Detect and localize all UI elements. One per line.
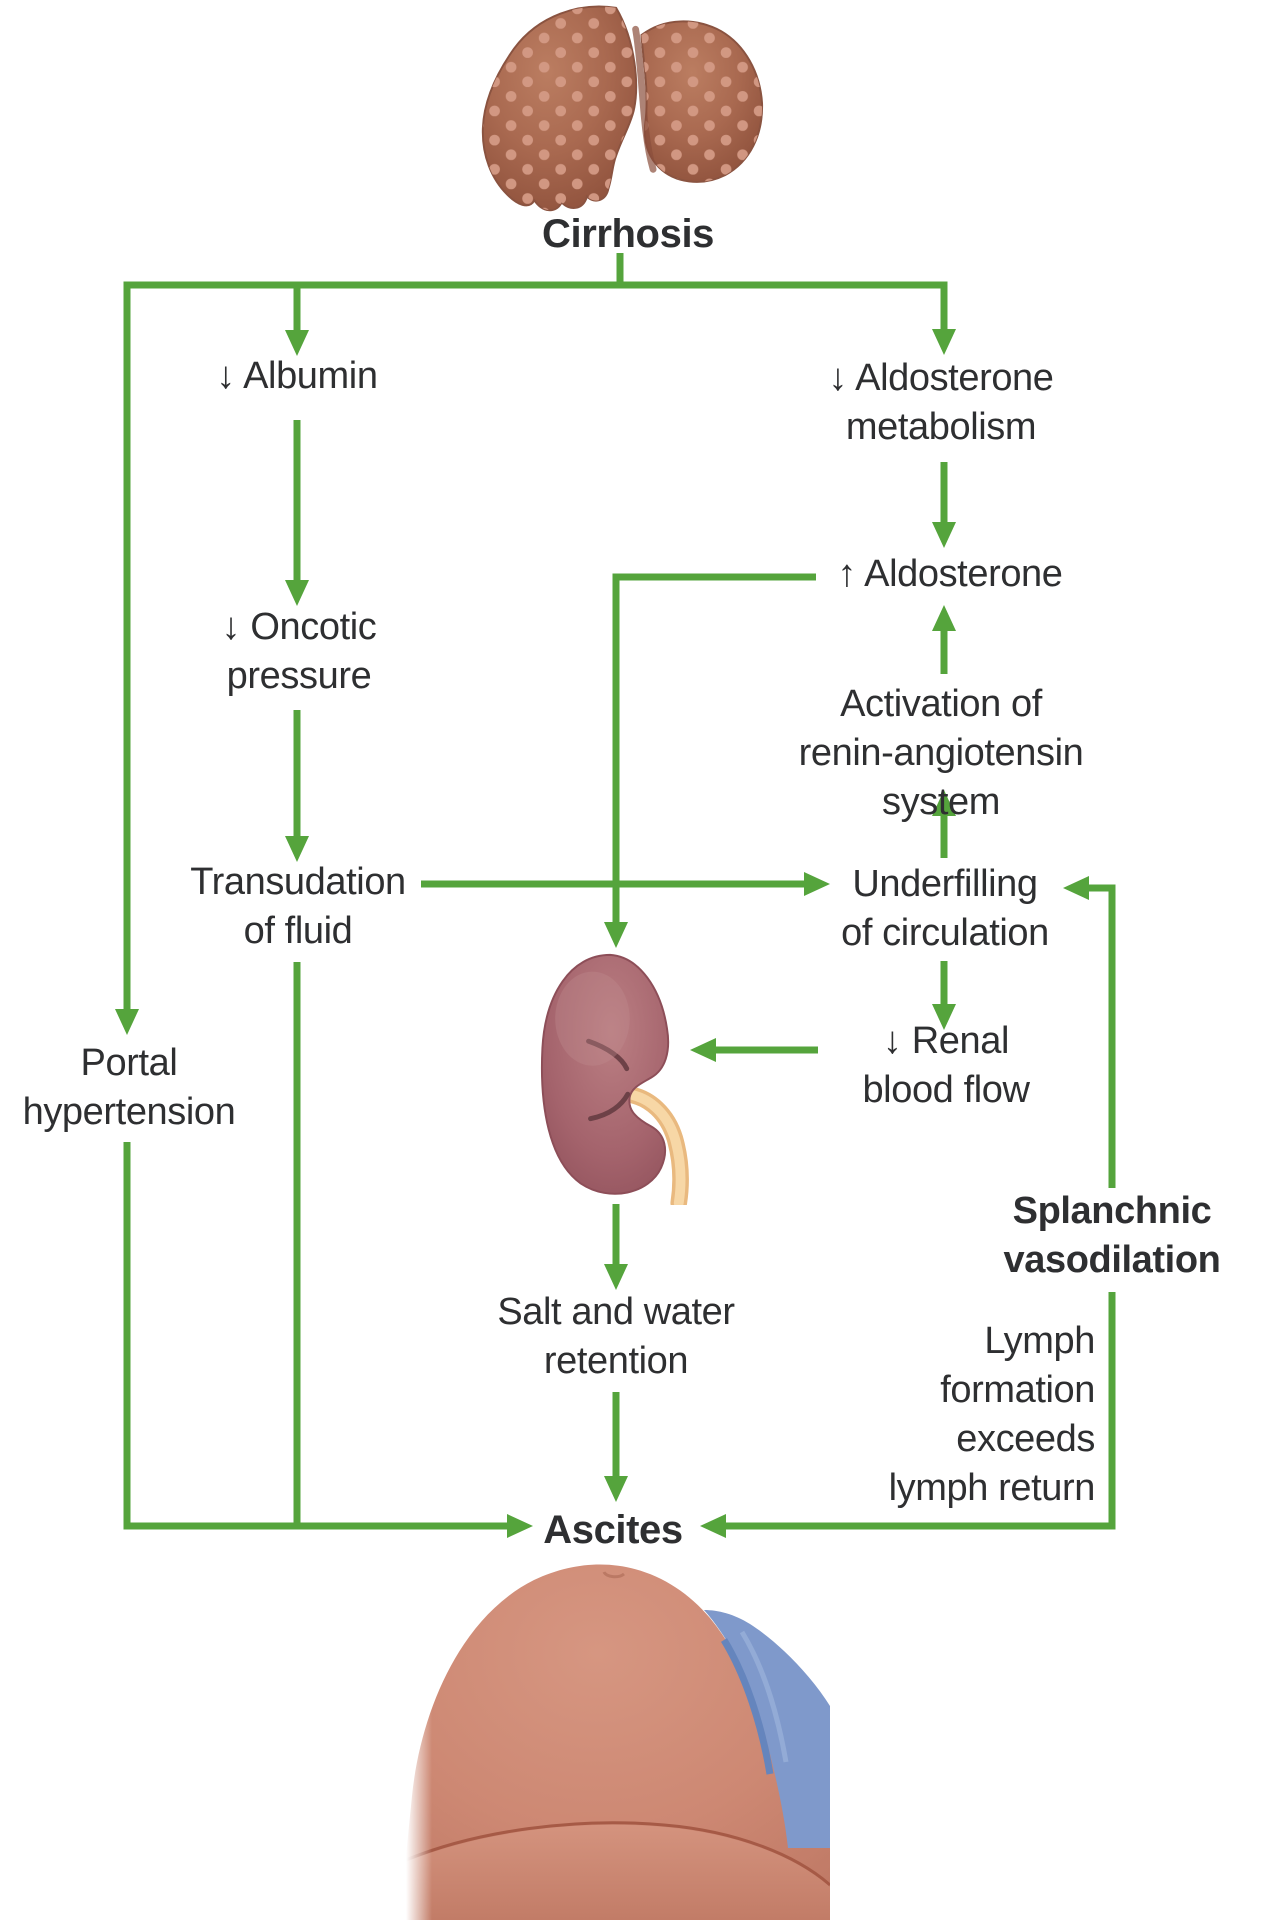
node-cirrhosis: Cirrhosis [541,212,715,256]
left-edge-fade [406,1556,432,1920]
kidney-crease-upper [586,1038,630,1072]
node-splanchnic-vasodilation: Splanchnic vasodilation [1003,1190,1221,1281]
arrowhead-to-underfilling-left [804,872,830,896]
ureter-highlight [627,1090,686,1205]
node-transudation: Transudation of fluid [190,861,406,952]
arrowhead-to-kidney-top [604,922,628,948]
node-salt-water-retention: Salt and water retention [497,1291,735,1382]
liver-left-lobe [481,5,638,212]
line-portal-ascites [123,1142,507,1530]
liver-fissure [632,25,657,173]
line-splanchnic-underfilling [1089,884,1116,1188]
arrowhead-to-aldosterone-metabolism [932,329,956,355]
arm-crease [406,1821,830,1887]
node-portal-hypertension: Portal hypertension [22,1042,236,1133]
cloth [704,1610,830,1848]
node-underfilling: Underfilling of circulation [841,863,1049,954]
arrowhead-to-underfilling-right [1063,876,1089,900]
node-ascites: Ascites [543,1508,683,1552]
node-renal-blood-flow: ↓ Renal blood flow [862,1020,1030,1111]
arrowhead-to-ascites-top [604,1476,628,1502]
node-aldosterone-metabolism: ↓ Aldosterone metabolism [828,357,1054,448]
node-albumin: ↓ Albumin [216,355,378,397]
arrowhead-to-salt-retention [604,1264,628,1290]
arrowhead-to-portal [115,1009,139,1035]
node-raas-activation: Activation of renin-angiotensin system [798,683,1084,823]
node-increased-aldosterone: ↑ Aldosterone [837,553,1063,595]
kidney-crease-lower [588,1091,631,1122]
arrowhead-to-aldosterone-up [932,605,956,631]
arrowhead-to-aldosterone [932,522,956,548]
kidney-illustration [540,953,689,1205]
kidney-highlight [555,971,630,1066]
cirrhotic-liver-illustration [481,5,764,212]
liver-right-lobe [640,20,764,183]
distended-abdomen-illustration [406,1556,830,1920]
arrowhead-to-ascites-right [700,1514,726,1538]
node-lymph-imbalance: Lymph formation exceeds lymph return [888,1320,1096,1509]
kidney-body [540,953,670,1195]
arm [406,1824,830,1920]
node-oncotic-pressure: ↓ Oncotic pressure [221,606,377,697]
arrowhead-to-ascites-left [507,1514,533,1538]
navel-mark [602,1571,625,1579]
